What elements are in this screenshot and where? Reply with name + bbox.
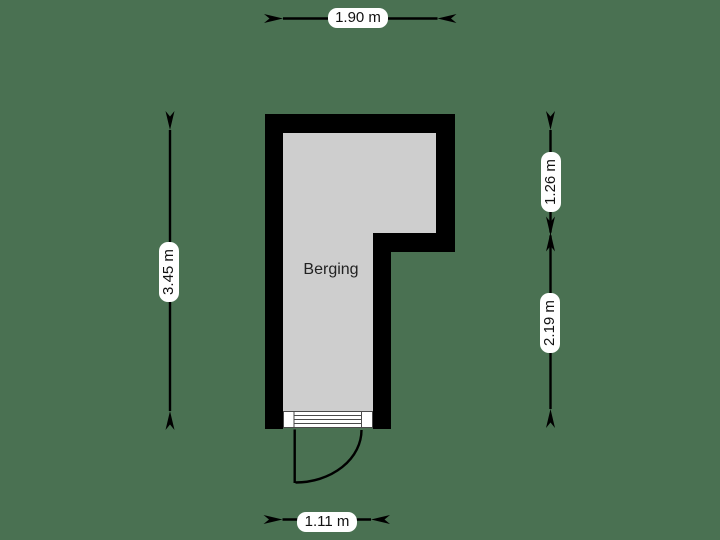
dimension-label-top: 1.90 m [328,8,388,28]
door-swing-arc [295,429,363,484]
room-label: Berging [303,261,359,278]
dimension-label-right-lower: 2.19 m [540,293,560,353]
dimension-label-left: 3.45 m [159,242,179,302]
dimension-label-bottom: 1.11 m [297,512,357,532]
dimension-label-right-upper: 1.26 m [541,152,561,212]
room-floor [283,133,436,411]
door-sill [283,411,373,428]
